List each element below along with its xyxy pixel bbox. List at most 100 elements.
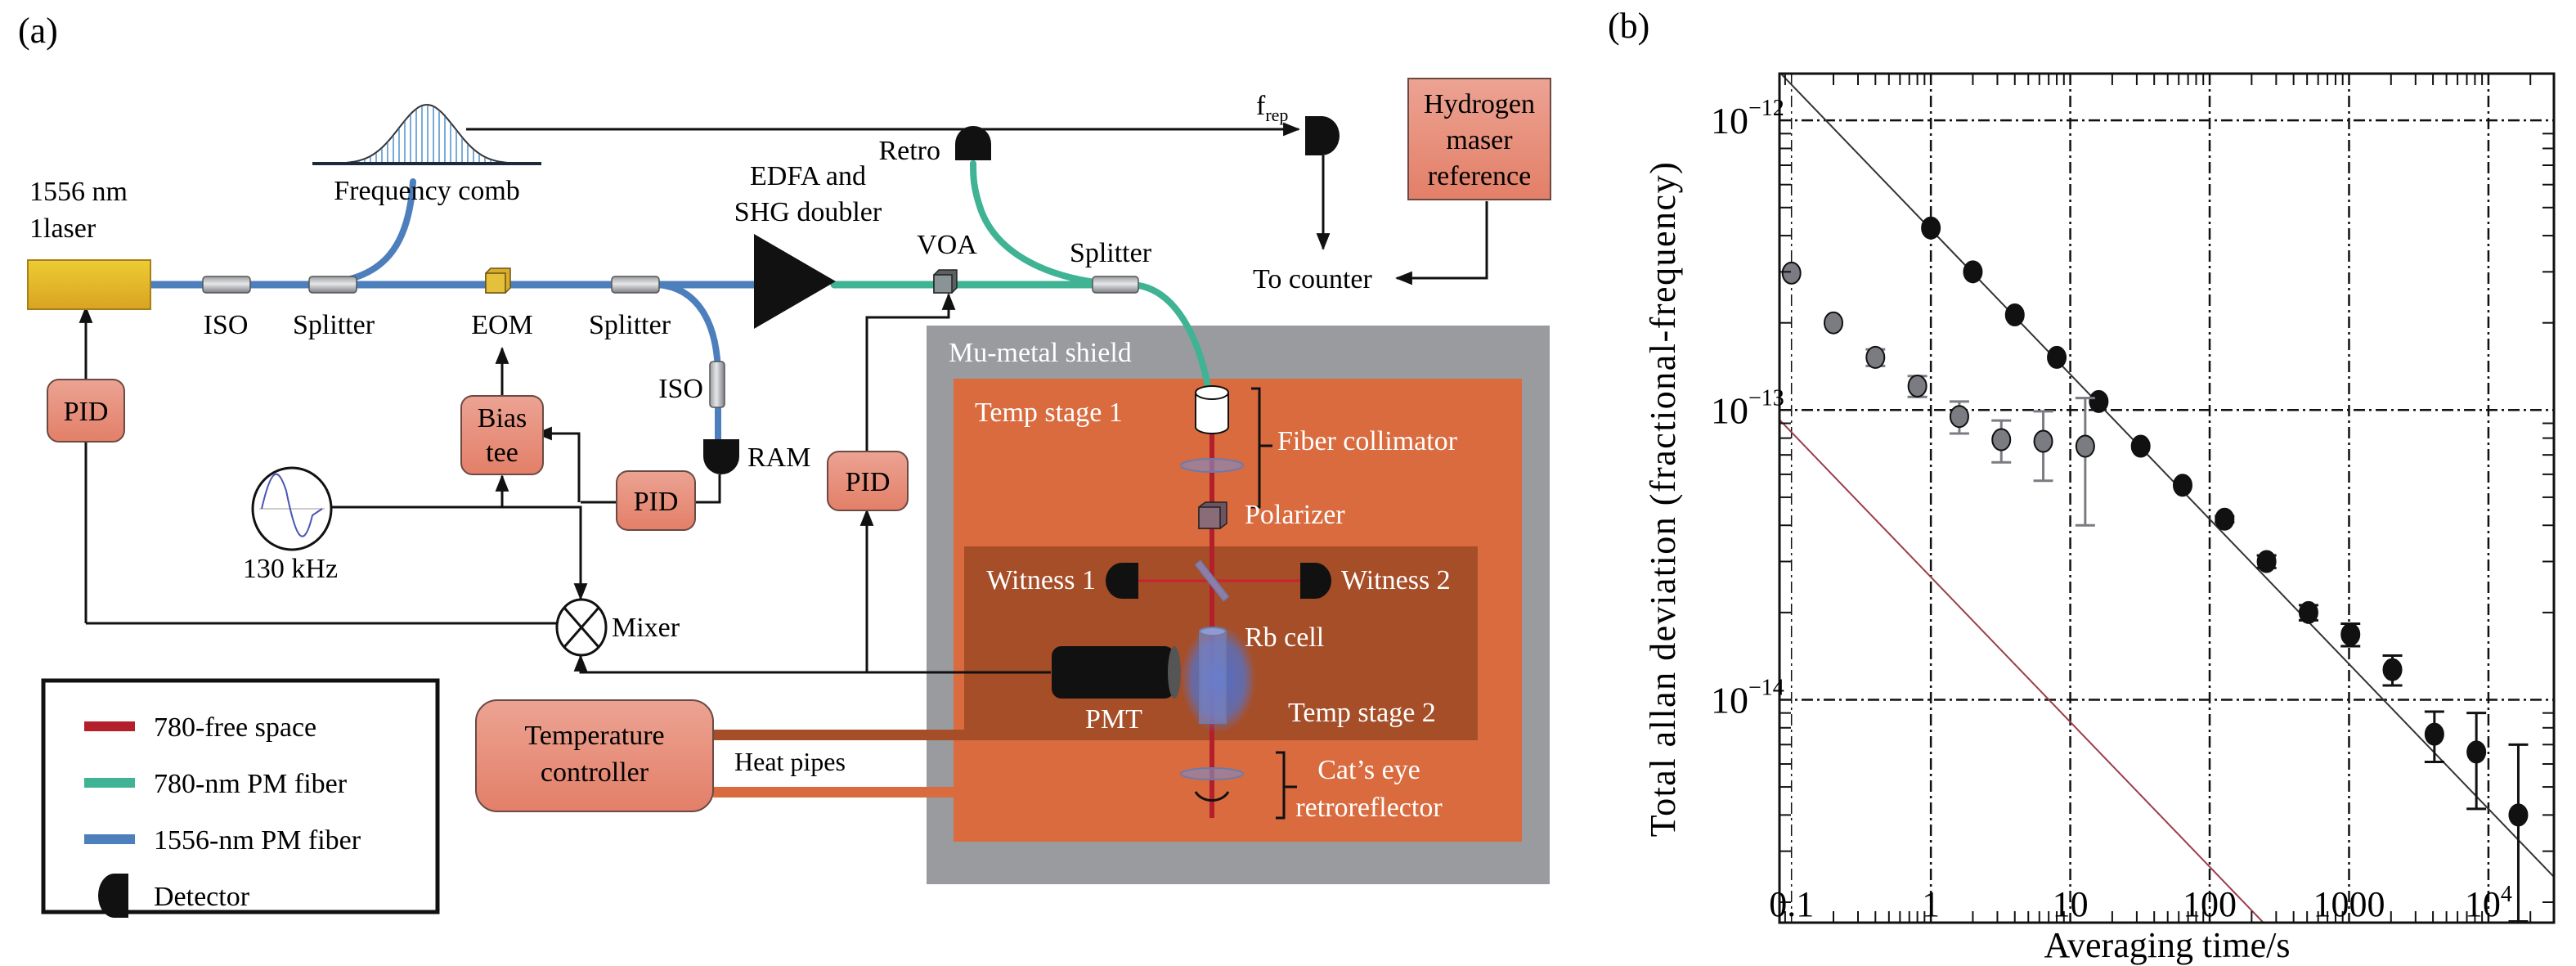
mixer-icon: Mixer <box>555 598 680 657</box>
maser-label-line1: Hydrogen <box>1424 89 1535 119</box>
data-point-black <box>1963 260 1983 284</box>
x-tick-label: 1 <box>1922 884 1940 924</box>
legend-label: 1556-nm PM fiber <box>154 825 361 856</box>
legend-label: 780-free space <box>154 712 316 743</box>
x-axis-label: Averaging time/s <box>2044 925 2291 965</box>
witness1-detector-icon <box>1106 563 1138 599</box>
fiber-780 <box>830 160 1214 404</box>
panel-label-a: (a) <box>18 11 58 51</box>
data-point-black <box>2004 303 2025 327</box>
grid <box>1779 74 2554 923</box>
hydrogen-maser-reference: Hydrogen maser reference <box>1407 78 1551 200</box>
pid-voa-label: PID <box>846 467 891 497</box>
bias-tee-label-line2: tee <box>486 438 518 468</box>
laser-label-line1: 1556 nm <box>29 177 128 207</box>
y-tick-label: 10−14 <box>1711 675 1784 721</box>
data-point-black <box>2466 740 2487 764</box>
panel-label-b: (b) <box>1608 6 1649 46</box>
x-tick-label: 104 <box>2465 882 2512 924</box>
frep-subscript: rep <box>1265 105 1288 125</box>
isolator-2 <box>709 361 725 408</box>
data-point-black <box>2047 345 2067 369</box>
data-point-black <box>2298 600 2318 624</box>
data-point-grey <box>1991 428 2012 452</box>
data-point-grey <box>1823 311 1843 335</box>
pid-ram: PID <box>616 470 696 531</box>
data-point-black <box>2256 550 2277 573</box>
x-tick-label: 1000 <box>2313 884 2385 924</box>
pid-laser-label: PID <box>64 397 109 427</box>
ram-detector-icon <box>703 439 739 474</box>
data-points <box>1781 216 2529 923</box>
legend-label: 780-nm PM fiber <box>154 769 348 799</box>
mixer-label: Mixer <box>612 613 680 643</box>
witness2-label: Witness 2 <box>1341 565 1451 595</box>
rb-cell: Rb cell <box>1181 622 1324 733</box>
polarizer-label: Polarizer <box>1245 500 1345 530</box>
splitter-1 <box>308 276 357 294</box>
rb-cell-label: Rb cell <box>1245 622 1324 653</box>
data-point-grey <box>2075 434 2095 458</box>
voa: VOA <box>917 230 977 294</box>
cats-eye-retroreflector: Cat’s eye retroreflector <box>1180 751 1443 823</box>
data-point-black <box>2424 722 2444 746</box>
maser-label-line3: reference <box>1428 161 1531 191</box>
cats-eye-label-line2: retroreflector <box>1295 793 1443 823</box>
data-point-grey <box>1781 261 1802 285</box>
fiber-collimator: Fiber collimator <box>1180 385 1458 509</box>
isolator-1 <box>202 276 251 294</box>
temp-stage-1-label: Temp stage 1 <box>975 398 1123 428</box>
maser-label-line2: maser <box>1446 125 1513 155</box>
polarizer: Polarizer <box>1198 500 1345 530</box>
voa-label: VOA <box>917 230 977 260</box>
frep-f: f <box>1256 91 1266 121</box>
frequency-comb-icon: Frequency comb <box>312 104 541 206</box>
splitter2-label: Splitter <box>589 310 671 340</box>
heat-pipes-label: Heat pipes <box>734 747 846 776</box>
bias-tee-label-line1: Bias <box>478 403 527 434</box>
data-point-black <box>2172 474 2192 497</box>
pmt: PMT <box>1052 646 1181 735</box>
legend-swatch <box>84 834 135 844</box>
fit-line <box>1779 419 2265 923</box>
x-tick-label: 0.1 <box>1769 884 1814 924</box>
splitter3-label: Splitter <box>1070 238 1152 268</box>
pid-laser: PID <box>47 379 125 443</box>
data-point-grey <box>1949 405 1969 429</box>
fiber-collimator-label: Fiber collimator <box>1277 426 1458 456</box>
cats-eye-label-line1: Cat’s eye <box>1317 755 1420 785</box>
signal-wires <box>79 122 1488 674</box>
data-point-grey <box>2033 429 2053 453</box>
splitter-3 <box>1092 276 1139 294</box>
legend-swatch <box>84 778 135 788</box>
eom: EOM <box>471 267 533 340</box>
y-tick-label: 10−13 <box>1711 385 1784 431</box>
data-point-black <box>2089 389 2109 413</box>
fit-lines <box>1779 74 2554 923</box>
iso1-label: ISO <box>204 310 249 340</box>
temperature-controller: Temperature controller <box>475 699 714 812</box>
y-tick-label: 10−12 <box>1711 96 1784 142</box>
edfa-label-line1: EDFA and <box>750 161 866 191</box>
temp-stage-2-label: Temp stage 2 <box>1288 698 1436 728</box>
legend-label: Detector <box>154 882 250 912</box>
temp-controller-label-line1: Temperature <box>524 721 664 751</box>
laser-label-line2: 1laser <box>29 213 96 244</box>
pid-ram-label: PID <box>634 487 679 517</box>
edfa-shg-amplifier: EDFA and SHG doubler <box>734 161 882 329</box>
iso2-label: ISO <box>658 374 703 404</box>
mu-metal-label: Mu-metal shield <box>949 338 1132 368</box>
data-point-black <box>2130 434 2151 458</box>
retro-detector-icon <box>955 126 991 160</box>
heat-pipes: Heat pipes <box>713 730 965 798</box>
data-point-black <box>2340 622 2361 646</box>
pmt-label: PMT <box>1085 704 1142 735</box>
ram-label: RAM <box>747 443 810 473</box>
data-point-black <box>2508 803 2529 827</box>
splitter-2 <box>611 276 660 294</box>
temp-controller-label-line2: controller <box>541 757 649 788</box>
x-tick-label: 10 <box>2053 884 2089 924</box>
axis-ticks <box>1779 74 2554 923</box>
data-point-black <box>1921 216 1941 240</box>
